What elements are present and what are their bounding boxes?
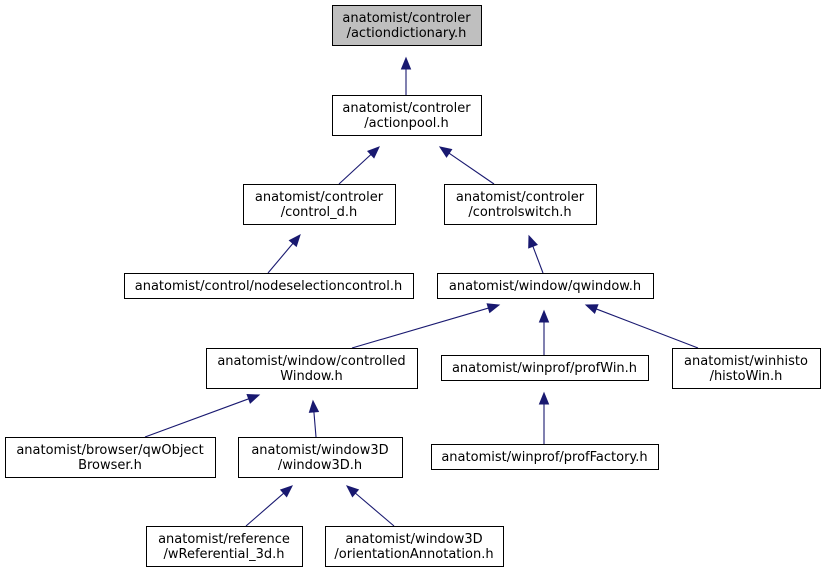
node-label: /actiondictionary.h: [347, 26, 467, 41]
node-label: /window3D.h: [278, 458, 362, 473]
edge-line: [596, 308, 699, 349]
arrowhead-icon: [538, 309, 550, 323]
edge-line: [355, 492, 395, 527]
node-label: anatomist/window/qwindow.h: [449, 279, 641, 294]
edge-line: [267, 243, 294, 274]
arrowhead-icon: [400, 56, 412, 70]
node-box[interactable]: [146, 526, 303, 567]
node-proffactory[interactable]: anatomist/winprof/profFactory.h: [431, 444, 659, 470]
node-label: /histoWin.h: [710, 369, 783, 384]
node-wreferential3d[interactable]: anatomist/reference/wReferential_3d.h: [146, 526, 303, 567]
edge-layer: [144, 56, 699, 527]
edge-actionpool-to-actiondictionary: [400, 56, 412, 95]
arrowhead-icon: [438, 146, 453, 158]
edge-controlswitch-to-actionpool: [438, 146, 495, 185]
node-orientationannotation[interactable]: anatomist/window3D/orientationAnnotation…: [325, 526, 504, 567]
edge-proffactory-to-profwin: [538, 391, 550, 444]
node-box[interactable]: [238, 437, 403, 478]
node-box[interactable]: [124, 273, 414, 299]
node-label: anatomist/winprof/profFactory.h: [441, 450, 647, 465]
node-label: anatomist/winprof/profWin.h: [452, 361, 637, 376]
edge-profwin-to-qwindow: [538, 309, 550, 355]
edge-line: [351, 307, 489, 349]
node-label: anatomist/controler: [342, 101, 471, 116]
node-box[interactable]: [444, 184, 597, 225]
node-label: anatomist/window3D: [251, 443, 388, 458]
node-label: anatomist/control/nodeselectioncontrol.h: [135, 279, 403, 294]
node-label: anatomist/controler: [342, 11, 471, 26]
arrowhead-icon: [538, 391, 550, 405]
node-window3d[interactable]: anatomist/window3D/window3D.h: [238, 437, 403, 478]
node-box[interactable]: [243, 184, 396, 225]
node-label: /controlswitch.h: [468, 205, 571, 220]
node-actionpool[interactable]: anatomist/controler/actionpool.h: [332, 95, 482, 136]
arrowhead-icon: [288, 233, 301, 248]
arrowhead-icon: [584, 304, 599, 315]
node-box[interactable]: [441, 355, 649, 381]
node-nodeselectioncontrol[interactable]: anatomist/control/nodeselectioncontrol.h: [124, 273, 414, 299]
edge-line: [144, 398, 249, 438]
arrowhead-icon: [308, 399, 320, 413]
node-box[interactable]: [332, 5, 482, 46]
edge-line: [245, 492, 285, 527]
arrowhead-icon: [279, 485, 293, 498]
node-label: anatomist/reference: [158, 532, 290, 547]
edge-wreferential3d-to-window3d: [245, 485, 293, 527]
edge-control_d-to-actionpool: [338, 146, 380, 185]
node-label: anatomist/browser/qwObject: [16, 443, 203, 458]
edge-nodeselectioncontrol-to-control_d: [267, 233, 301, 274]
node-box[interactable]: [206, 348, 418, 389]
node-box[interactable]: [325, 526, 504, 567]
edge-line: [532, 246, 544, 274]
node-actiondictionary[interactable]: anatomist/controler/actiondictionary.h: [332, 5, 482, 46]
node-box[interactable]: [672, 348, 821, 389]
edge-line: [448, 152, 495, 185]
edge-qwindow-to-controlswitch: [528, 234, 544, 274]
node-box[interactable]: [431, 444, 659, 470]
edge-histowin-to-qwindow: [584, 304, 699, 349]
edge-window3d-to-controlledwindow: [308, 399, 320, 438]
arrowhead-icon: [528, 234, 538, 249]
node-histowin[interactable]: anatomist/winhisto/histoWin.h: [672, 348, 821, 389]
node-control_d[interactable]: anatomist/controler/control_d.h: [243, 184, 396, 225]
node-label: anatomist/controler: [255, 190, 384, 205]
node-label: /orientationAnnotation.h: [334, 547, 493, 562]
node-box[interactable]: [332, 95, 482, 136]
node-label: /actionpool.h: [364, 116, 449, 131]
node-profwin[interactable]: anatomist/winprof/profWin.h: [441, 355, 649, 381]
node-label: anatomist/window/controlled: [217, 354, 405, 369]
node-label: Window.h: [280, 369, 342, 384]
edge-orientationannotation-to-window3d: [345, 485, 395, 527]
edge-controlledwindow-to-qwindow: [351, 303, 501, 349]
edge-qwobjectbrowser-to-controlledwindow: [144, 394, 261, 438]
node-qwindow[interactable]: anatomist/window/qwindow.h: [437, 273, 654, 299]
arrowhead-icon: [366, 146, 380, 159]
node-label: Browser.h: [78, 458, 142, 473]
edge-line: [338, 154, 372, 185]
edge-line: [313, 411, 317, 438]
node-label: anatomist/winhisto: [684, 354, 808, 369]
node-controlswitch[interactable]: anatomist/controler/controlswitch.h: [444, 184, 597, 225]
node-layer: anatomist/controler/actiondictionary.han…: [5, 5, 821, 567]
node-label: /control_d.h: [281, 205, 358, 220]
arrowhead-icon: [246, 394, 261, 404]
node-label: anatomist/controler: [456, 190, 585, 205]
arrowhead-icon: [486, 303, 501, 314]
node-label: /wReferential_3d.h: [163, 547, 284, 562]
node-label: anatomist/window3D: [345, 532, 482, 547]
node-box[interactable]: [5, 437, 216, 478]
node-box[interactable]: [437, 273, 654, 299]
arrowhead-icon: [345, 485, 360, 498]
